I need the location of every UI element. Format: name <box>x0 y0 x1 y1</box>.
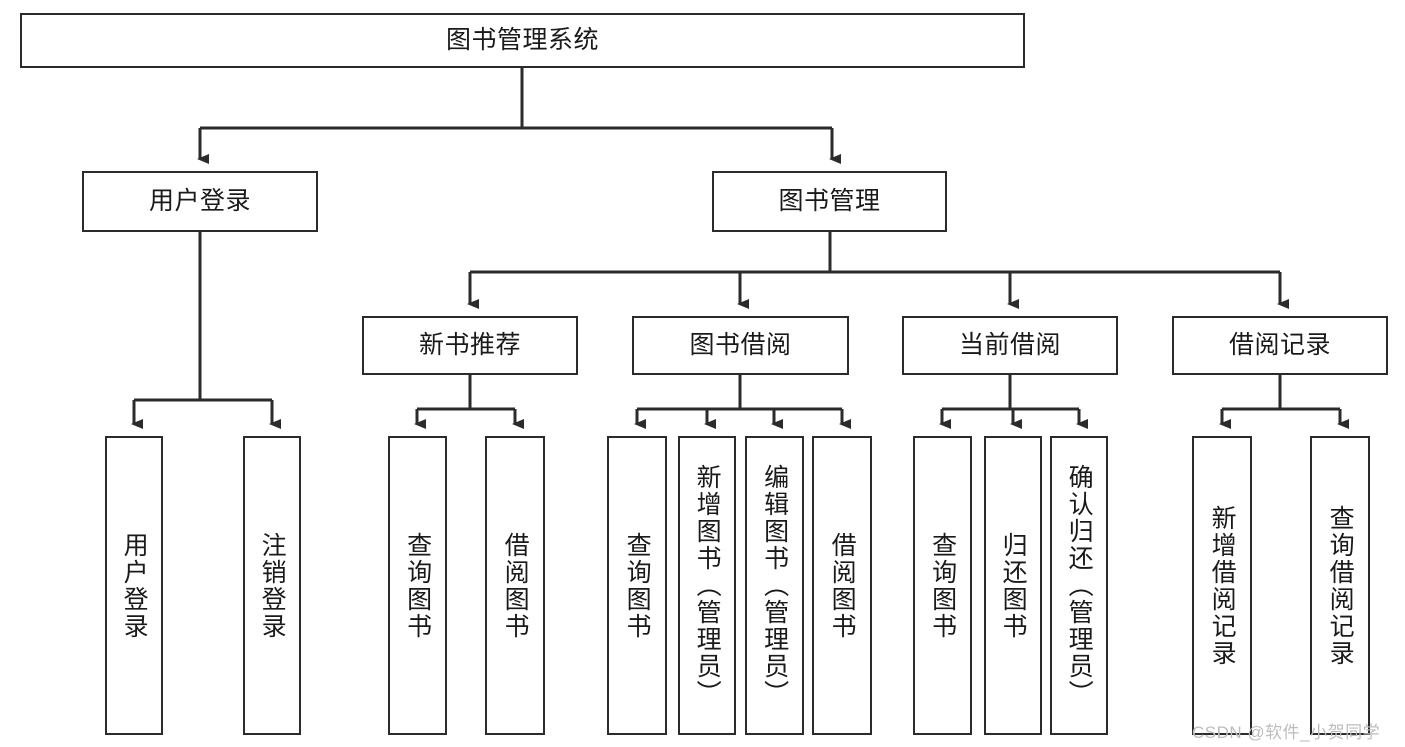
node-book-management[interactable]: 图书管理 <box>712 171 947 232</box>
node-root-label: 图书管理系统 <box>445 26 599 54</box>
node-leaf-add-book-admin-label: 新增图书（管理员） <box>693 464 722 707</box>
node-leaf-add-borrow-record-label: 新增借阅记录 <box>1208 504 1237 667</box>
node-current-borrow-label: 当前借阅 <box>958 331 1061 359</box>
node-leaf-edit-book-admin[interactable]: 编辑图书（管理员） <box>745 436 804 735</box>
node-leaf-query-borrow-record-label: 查询借阅记录 <box>1326 504 1355 667</box>
node-user-login[interactable]: 用户登录 <box>82 171 318 232</box>
node-leaf-lend-book-label: 借阅图书 <box>828 531 857 640</box>
node-leaf-logout-label: 注销登录 <box>258 531 287 640</box>
node-leaf-query-book-current-label: 查询图书 <box>928 531 957 640</box>
node-leaf-logout[interactable]: 注销登录 <box>243 436 301 735</box>
node-leaf-query-book-current[interactable]: 查询图书 <box>913 436 972 735</box>
node-leaf-query-book-newbook-label: 查询图书 <box>403 531 432 640</box>
node-new-book-recommend[interactable]: 新书推荐 <box>362 316 578 375</box>
node-leaf-return-book[interactable]: 归还图书 <box>984 436 1042 735</box>
node-borrow-record[interactable]: 借阅记录 <box>1172 316 1388 375</box>
node-leaf-query-book-newbook[interactable]: 查询图书 <box>388 436 447 735</box>
node-user-login-label: 用户登录 <box>148 187 251 215</box>
node-leaf-add-borrow-record[interactable]: 新增借阅记录 <box>1192 436 1252 735</box>
node-leaf-query-borrow-record[interactable]: 查询借阅记录 <box>1310 436 1370 735</box>
node-leaf-query-book-borrow[interactable]: 查询图书 <box>607 436 667 735</box>
node-leaf-add-book-admin[interactable]: 新增图书（管理员） <box>678 436 736 735</box>
node-borrow-record-label: 借阅记录 <box>1228 331 1331 359</box>
node-leaf-user-login[interactable]: 用户登录 <box>105 436 163 735</box>
node-leaf-return-book-label: 归还图书 <box>999 531 1028 640</box>
node-leaf-edit-book-admin-label: 编辑图书（管理员） <box>760 464 789 707</box>
node-book-borrow[interactable]: 图书借阅 <box>632 316 849 375</box>
node-leaf-query-book-borrow-label: 查询图书 <box>623 531 652 640</box>
node-leaf-confirm-return-admin[interactable]: 确认归还（管理员） <box>1050 436 1108 735</box>
node-book-borrow-label: 图书借阅 <box>689 331 792 359</box>
node-leaf-borrow-book-newbook[interactable]: 借阅图书 <box>485 436 545 735</box>
node-book-management-label: 图书管理 <box>778 187 881 215</box>
node-new-book-recommend-label: 新书推荐 <box>418 331 521 359</box>
node-current-borrow[interactable]: 当前借阅 <box>902 316 1118 375</box>
node-leaf-lend-book[interactable]: 借阅图书 <box>812 436 872 735</box>
node-root[interactable]: 图书管理系统 <box>20 13 1025 68</box>
node-leaf-confirm-return-admin-label: 确认归还（管理员） <box>1065 464 1094 707</box>
node-leaf-borrow-book-newbook-label: 借阅图书 <box>501 531 530 640</box>
node-leaf-user-login-label: 用户登录 <box>120 531 149 640</box>
